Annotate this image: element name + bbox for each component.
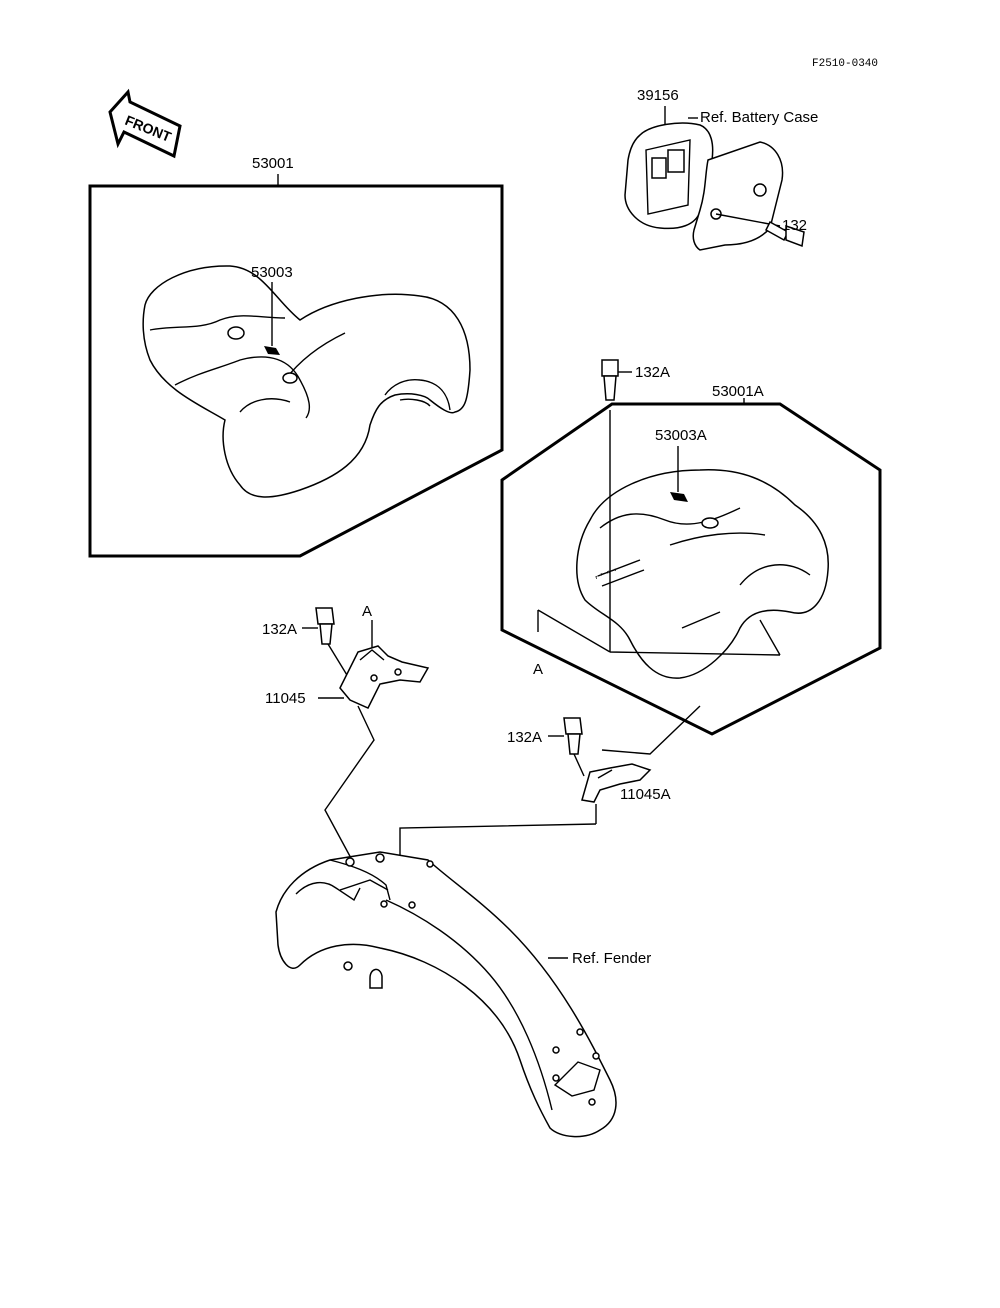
label-53003A: 53003A bbox=[655, 427, 707, 444]
label-132: 132 bbox=[782, 217, 807, 234]
battery-cover-group: 39156 Ref. Battery Case 132 bbox=[624, 87, 818, 251]
label-11045A: 11045A bbox=[620, 786, 671, 803]
battery-cover-part bbox=[624, 122, 714, 230]
bolt-132A-top: 132A bbox=[601, 359, 670, 401]
front-arrow-icon: FRONT bbox=[108, 88, 182, 159]
label-132A-left: 132A bbox=[262, 621, 297, 638]
bracket-11045-group: 132A 11045 bbox=[262, 607, 430, 861]
label-fender-ref: Ref. Fender bbox=[572, 950, 651, 967]
label-11045: 11045 bbox=[265, 690, 306, 707]
seat-drawing bbox=[142, 265, 471, 498]
marker-a-top: A bbox=[362, 603, 372, 620]
marker-a-bottom: A bbox=[533, 661, 543, 678]
bolt-132A-right-icon bbox=[563, 717, 583, 755]
bracket-11045A-group: 132A 11045A bbox=[399, 705, 701, 858]
label-132A-right: 132A bbox=[507, 729, 542, 746]
label-53001A: 53001A bbox=[712, 383, 764, 400]
fender-outline bbox=[275, 851, 617, 1138]
label-53003: 53003 bbox=[251, 264, 293, 281]
label-battery-case-ref: Ref. Battery Case bbox=[700, 109, 818, 126]
bracket-11045A-leader bbox=[399, 823, 597, 858]
bolt-132A-left-icon bbox=[315, 607, 335, 645]
seat-alt-box-outline bbox=[500, 402, 882, 736]
bolt-132-icon bbox=[765, 220, 805, 248]
fender-group: Ref. Fender bbox=[275, 851, 651, 1138]
label-132A-top: 132A bbox=[635, 364, 670, 381]
seat-alt-leader-lines bbox=[537, 410, 781, 656]
reference-code: F2510-0340 bbox=[812, 58, 878, 70]
bracket-11045-part bbox=[339, 645, 430, 709]
label-53001: 53001 bbox=[252, 155, 294, 172]
seat-box-outline bbox=[88, 184, 504, 558]
bracket-11045-leader bbox=[324, 705, 375, 861]
seat-alt-drawing: ⌐ꟷꟷ bbox=[576, 469, 829, 679]
seat-group-53001: 53001 53003 bbox=[88, 155, 504, 558]
bracket-11045A-part bbox=[581, 763, 652, 803]
label-39156: 39156 bbox=[637, 87, 679, 104]
seat-group-53001A: 53001A ⌐ꟷꟷ 53003A bbox=[500, 383, 882, 736]
